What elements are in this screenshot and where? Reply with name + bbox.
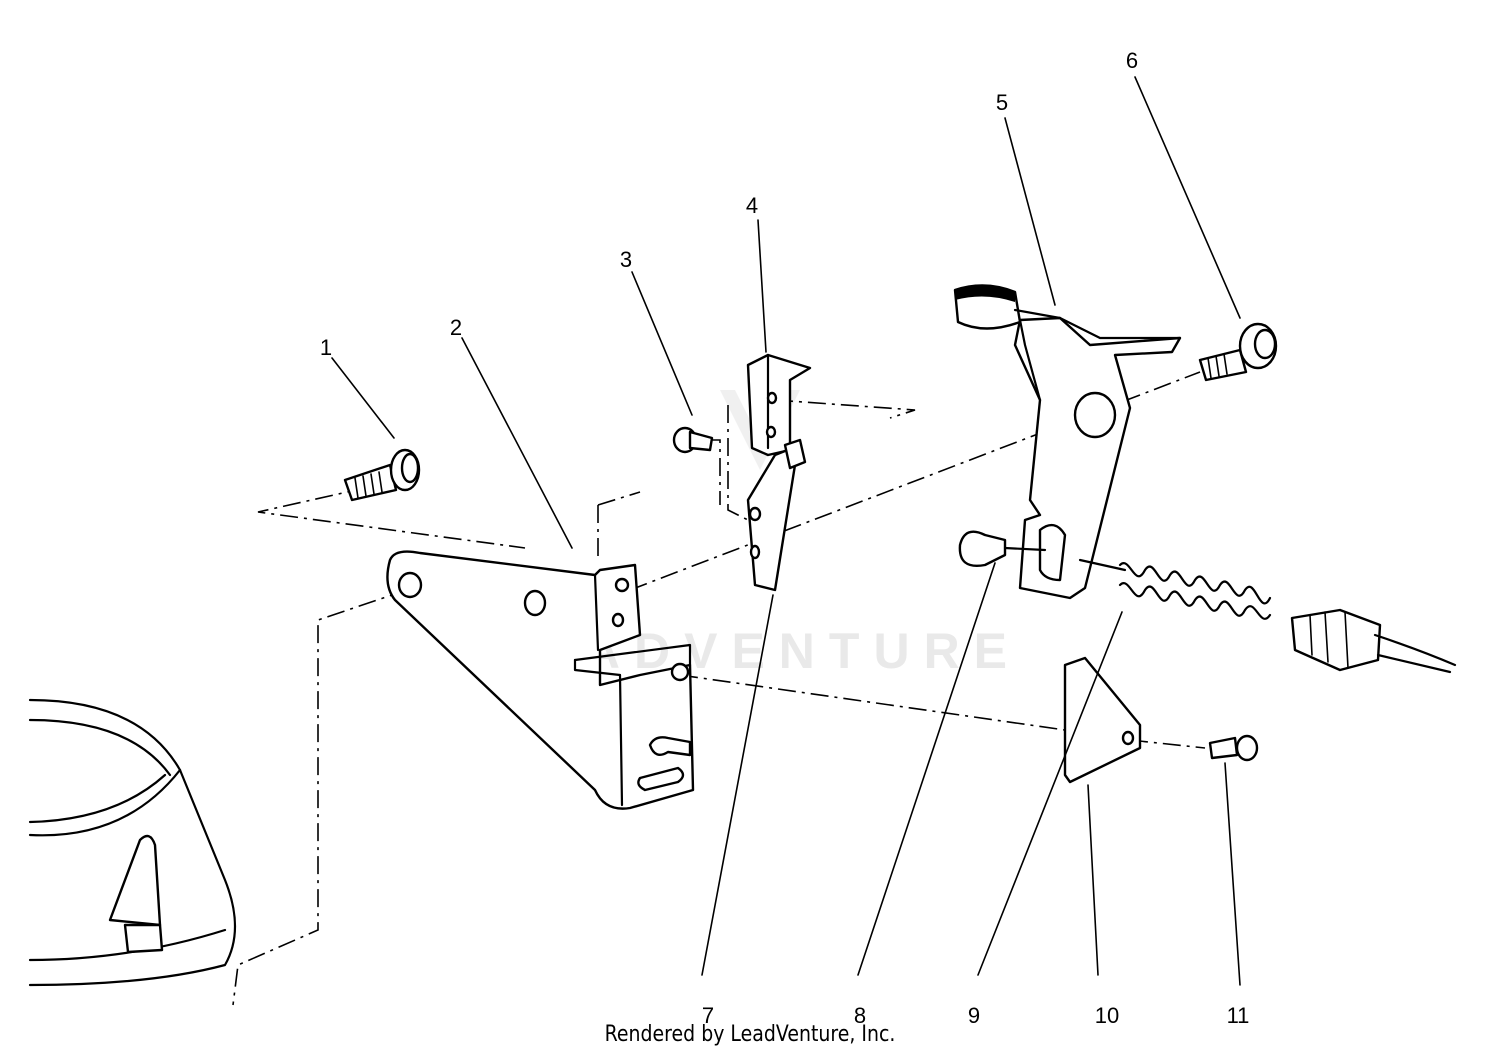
- callout-5: 5: [996, 90, 1008, 115]
- render-credit: Rendered by LeadVenture, Inc.: [604, 1022, 896, 1047]
- callout-1: 1: [320, 335, 332, 360]
- callout-6: 6: [1126, 48, 1138, 73]
- mower-deck-housing: [28, 698, 237, 987]
- callout-2: 2: [450, 315, 462, 340]
- callout-numbers: 1 2 3 4 5 6 7 8 9 10 11: [320, 48, 1250, 1028]
- part-6-bolt: [1198, 322, 1278, 382]
- callout-9: 9: [968, 1003, 980, 1028]
- callout-4: 4: [746, 193, 758, 218]
- callout-11: 11: [1227, 1003, 1250, 1028]
- part-3-pin: [672, 426, 714, 454]
- part-5-control-lever: [953, 284, 1182, 600]
- callout-10: 10: [1095, 1003, 1119, 1028]
- callout-leader-lines: [331, 76, 1241, 986]
- part-1-bolt: [343, 448, 421, 502]
- part-11-bolt: [1208, 734, 1259, 762]
- part-8-cable-end: [958, 530, 1047, 567]
- part-9-spring-cable: [1078, 558, 1457, 674]
- part-4-latch-bracket: [746, 353, 812, 457]
- part-2-mounting-bracket: [386, 550, 695, 810]
- part-10-plate: [1063, 656, 1142, 784]
- callout-3: 3: [620, 247, 632, 272]
- callout-7: 7: [702, 1003, 714, 1028]
- callout-8: 8: [854, 1003, 866, 1028]
- part-7-latch-plate: [746, 438, 807, 592]
